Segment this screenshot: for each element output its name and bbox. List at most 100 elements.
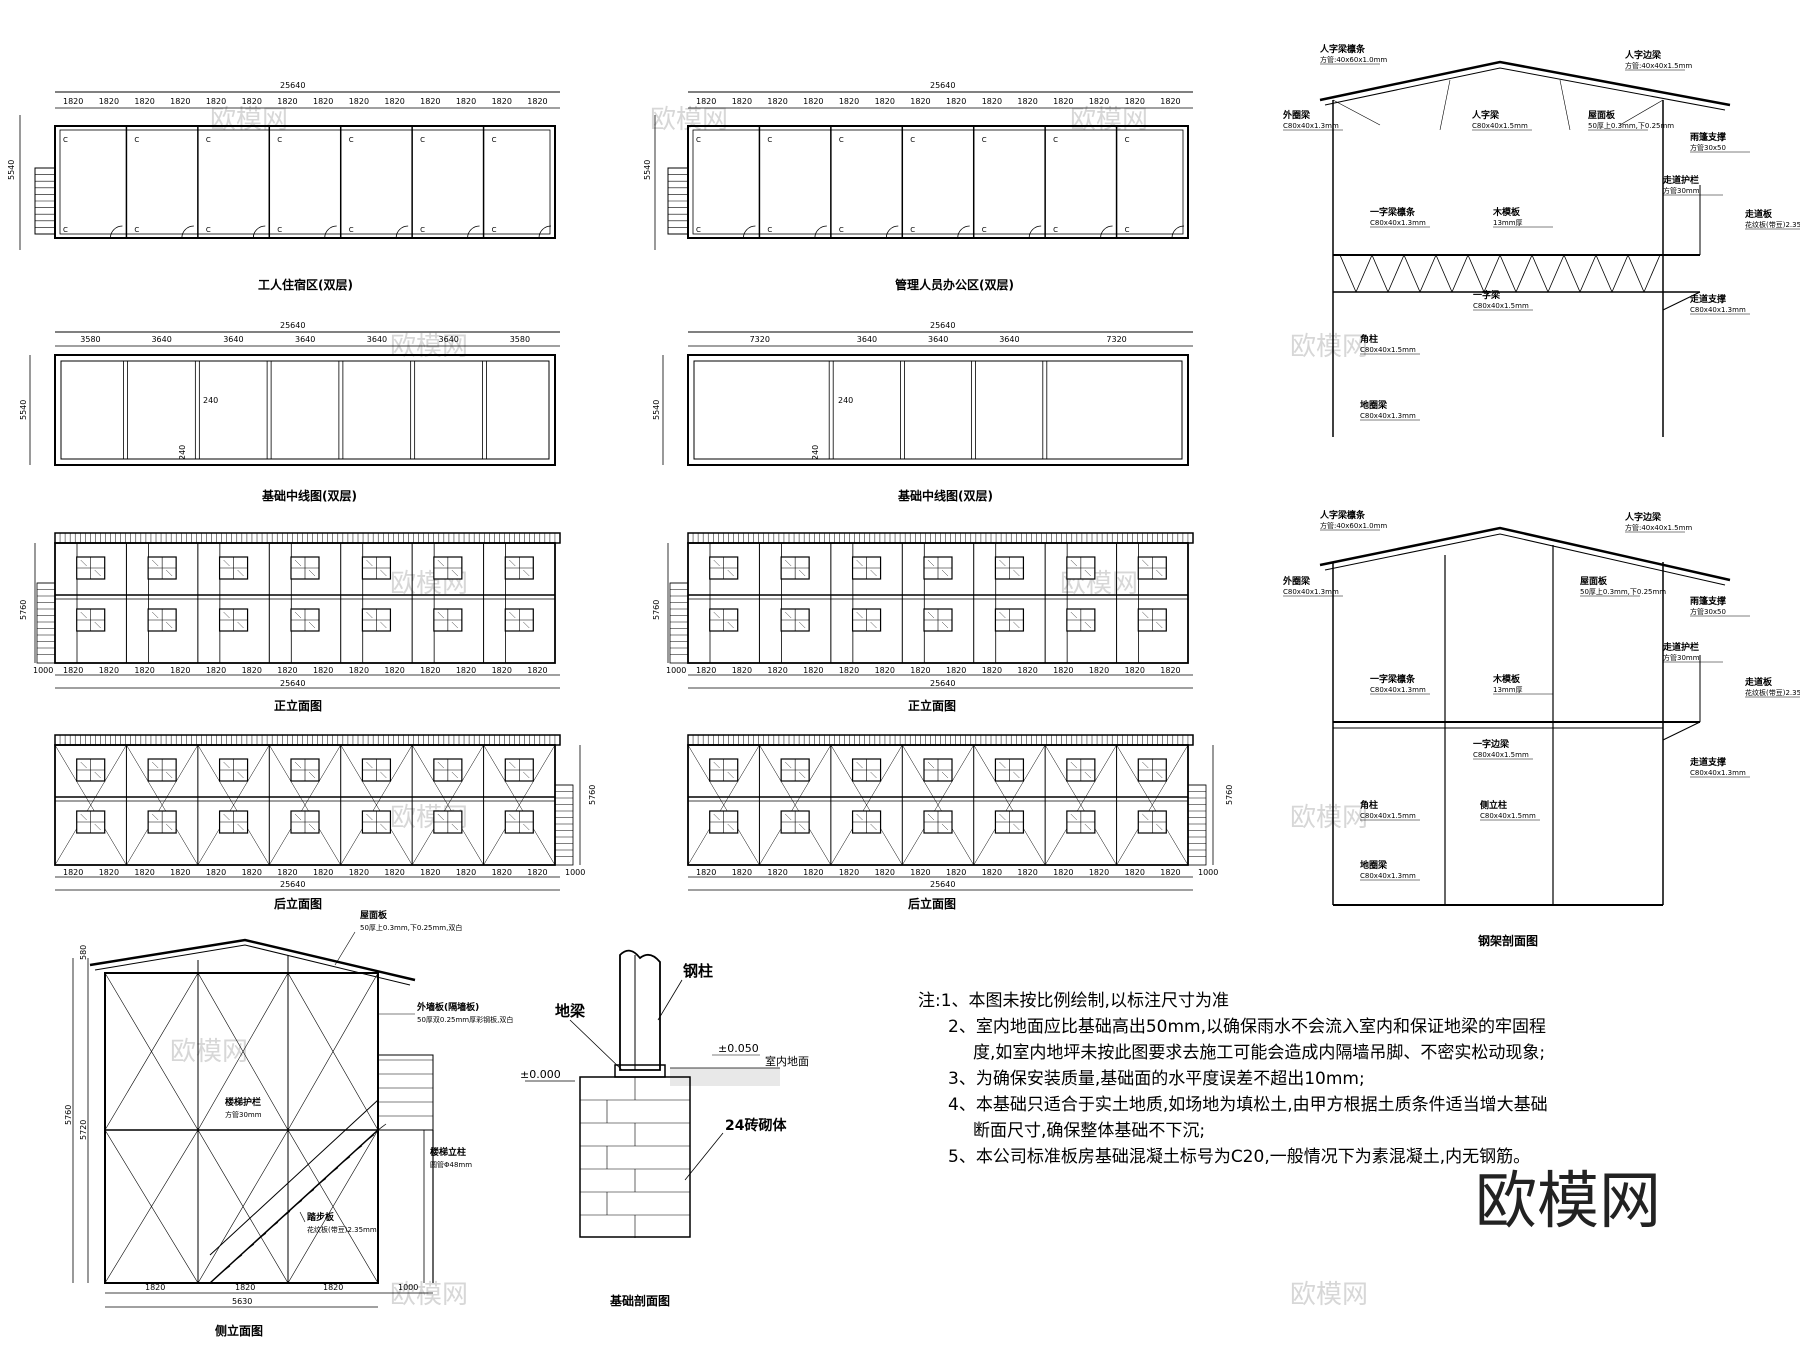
glass-line [727,823,734,831]
glass-line [80,611,87,619]
brace-line [973,744,1046,866]
roof-panel-label: 屋面板 [360,909,388,921]
glass-line [999,813,1006,821]
stair-tread [257,1233,267,1240]
glass-line [237,621,244,629]
watermark-text: 欧模网 [390,332,468,362]
glass-line [713,611,720,619]
bay-dim: 1820 [1053,868,1073,877]
side-elevation: 580 5720 5760 1820 1820 1820 1000 5630 屋… [64,909,513,1338]
bay-dim: 1820 [63,868,83,877]
truss-web [1563,254,1581,293]
glass-line [927,761,935,769]
glass-line [870,823,877,831]
stair-post-spec: 圆管Φ48mm [430,1160,472,1169]
steel-spec: 13mm厚 [1493,686,1523,694]
brand-watermark: 欧模网 [1475,1164,1661,1237]
glass-line [1013,569,1020,577]
window-mark: C [696,226,701,234]
bay-dim: 1820 [384,97,404,106]
note-line: 断面尺寸,确保整体基础不下沉; [973,1121,1205,1141]
steel-spec: 花纹板(带豆)2.35mm [1745,220,1800,229]
window-mark: C [1125,226,1130,234]
truss-web [1611,254,1629,293]
base-caption: 基础剖面图 [609,1293,670,1308]
window-mark: C [349,136,354,144]
bay-dim: 1820 [313,666,333,675]
stair-tread [281,1211,291,1218]
brace-line [1044,744,1117,866]
bay-dim: 1820 [1089,97,1109,106]
window-mark: C [767,136,772,144]
truss-web [1435,254,1453,293]
note-line: 度,如室内地坪未按此图要求去施工可能会造成内隔墙吊脚、不密实松动现象; [973,1043,1545,1063]
steel-label: 人字梁檩条 [1319,509,1366,521]
note-line: 5、本公司标准板房基础混凝土标号为C20,一般情况下为素混凝土,内无钢筋。 [948,1147,1530,1167]
bay-dim: 1820 [99,868,119,877]
watermark-text: 欧模网 [390,1280,468,1310]
watermark-text: 欧模网 [1290,803,1368,833]
truss-web [1483,254,1501,293]
bay-dim: 1820 [1053,97,1073,106]
stair-tread [377,1123,387,1131]
ground-beam-label: 地梁 [555,1002,586,1020]
glass-line [223,611,230,619]
window-mark: C [839,136,844,144]
watermark-text: 欧模网 [1070,105,1148,135]
truss-web [1627,254,1645,293]
glass-line [785,611,792,619]
bay-dim: 3640 [928,335,948,344]
steel-label: 人字梁檩条 [1319,43,1366,55]
stair-tread [365,1134,375,1142]
bay-dim: 1820 [134,666,154,675]
steel-spec: 方管:40x60x1.0mm [1320,521,1387,530]
glass-line [1142,559,1149,567]
bay-dim: 1820 [527,868,547,877]
stair-frame [554,784,574,866]
bay-dim: 7320 [1106,335,1126,344]
truss-web [1515,254,1533,293]
bay-dim: 1820 [696,868,716,877]
svg-text:5540: 5540 [7,160,16,180]
glass-line [166,823,173,831]
steel-spec: C80x40x1.5mm [1480,812,1536,820]
steel-spec: C80x40x1.5mm [1360,346,1416,354]
glass-line [1013,771,1020,779]
glass-line [1156,569,1163,577]
brace-line [126,744,199,866]
door-swing [324,225,337,239]
glass-line [366,761,373,769]
glass-line [380,621,387,629]
bay-dim: 1820 [696,666,716,675]
glass-line [166,621,173,629]
steel-label: 木模板 [1492,673,1521,685]
bay-dim: 1820 [982,97,1002,106]
glass-line [1070,813,1077,821]
window-mark: C [767,226,772,234]
door-swing [814,225,827,239]
total-dim: 25640 [930,321,955,330]
truss-web [1451,254,1469,293]
steel-label: 人字梁 [1471,109,1500,121]
glass-line [1084,823,1091,831]
bay-dim: 1820 [1017,666,1037,675]
brace-line [411,744,484,866]
bay-dim: 1820 [99,666,119,675]
glass-line [999,611,1006,619]
glass-line [451,621,458,629]
steel-label: 人字边梁 [1624,511,1662,523]
glass-line [799,771,806,779]
brace-line [340,744,413,866]
side-top-dim: 580 [79,945,88,960]
bay-dim: 1820 [732,97,752,106]
bay-dim: 1820 [456,868,476,877]
steel-label: 雨篷支撑 [1690,131,1726,143]
glass-line [785,761,792,769]
steel-spec: 方管:40x60x1.0mm [1320,55,1387,64]
steel-spec: C80x40x1.3mm [1370,686,1426,694]
bay-dim: 1820 [313,868,333,877]
watermark-text: 欧模网 [170,1037,248,1067]
glass-line [308,621,316,629]
